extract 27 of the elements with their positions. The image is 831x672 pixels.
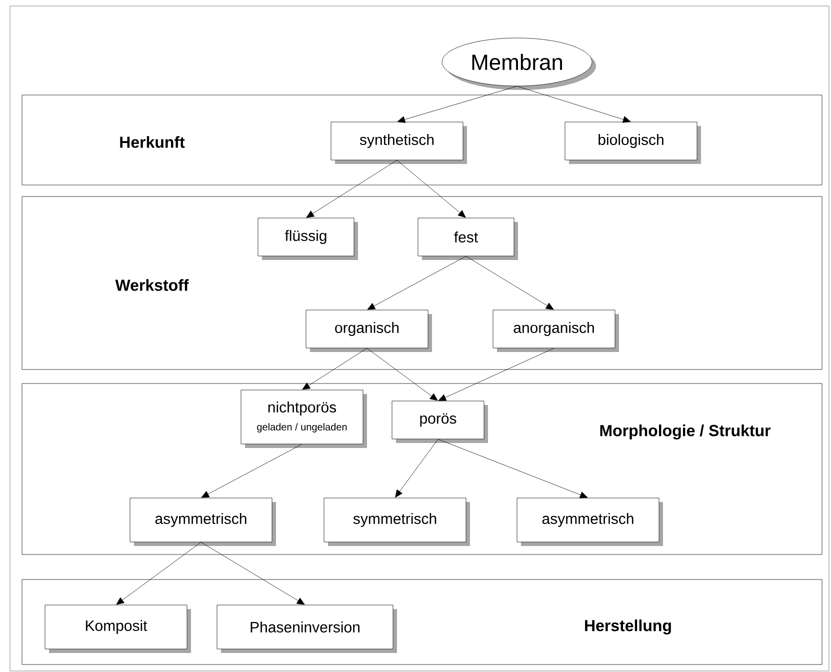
arrow — [367, 256, 466, 310]
category-box: flüssig — [258, 218, 358, 260]
arrow — [396, 160, 466, 218]
arrow — [516, 86, 631, 123]
category-box: asymmetrisch — [130, 498, 276, 546]
arrow — [395, 439, 438, 498]
category-box: biologisch — [564, 122, 701, 164]
category-box: Komposit — [44, 604, 191, 653]
arrow — [200, 542, 305, 605]
category-box: Phaseninversion — [216, 604, 397, 653]
arrow — [438, 439, 588, 498]
category-box: asymmetrisch — [516, 498, 663, 546]
arrow — [306, 160, 398, 218]
arrow — [366, 348, 438, 401]
category-box: porös — [392, 400, 488, 443]
category-box: synthetisch — [330, 122, 467, 164]
arrow — [201, 444, 302, 498]
arrow — [438, 348, 554, 401]
category-box: fest — [418, 218, 518, 260]
category-box: symmetrisch — [324, 498, 470, 546]
category-box: organisch — [306, 310, 432, 352]
arrow — [302, 348, 368, 390]
category-box: nichtporös geladen / ungeladen — [240, 390, 367, 448]
arrow — [466, 256, 554, 310]
arrow — [397, 86, 518, 123]
arrow — [116, 542, 202, 605]
category-box: anorganisch — [492, 310, 619, 352]
